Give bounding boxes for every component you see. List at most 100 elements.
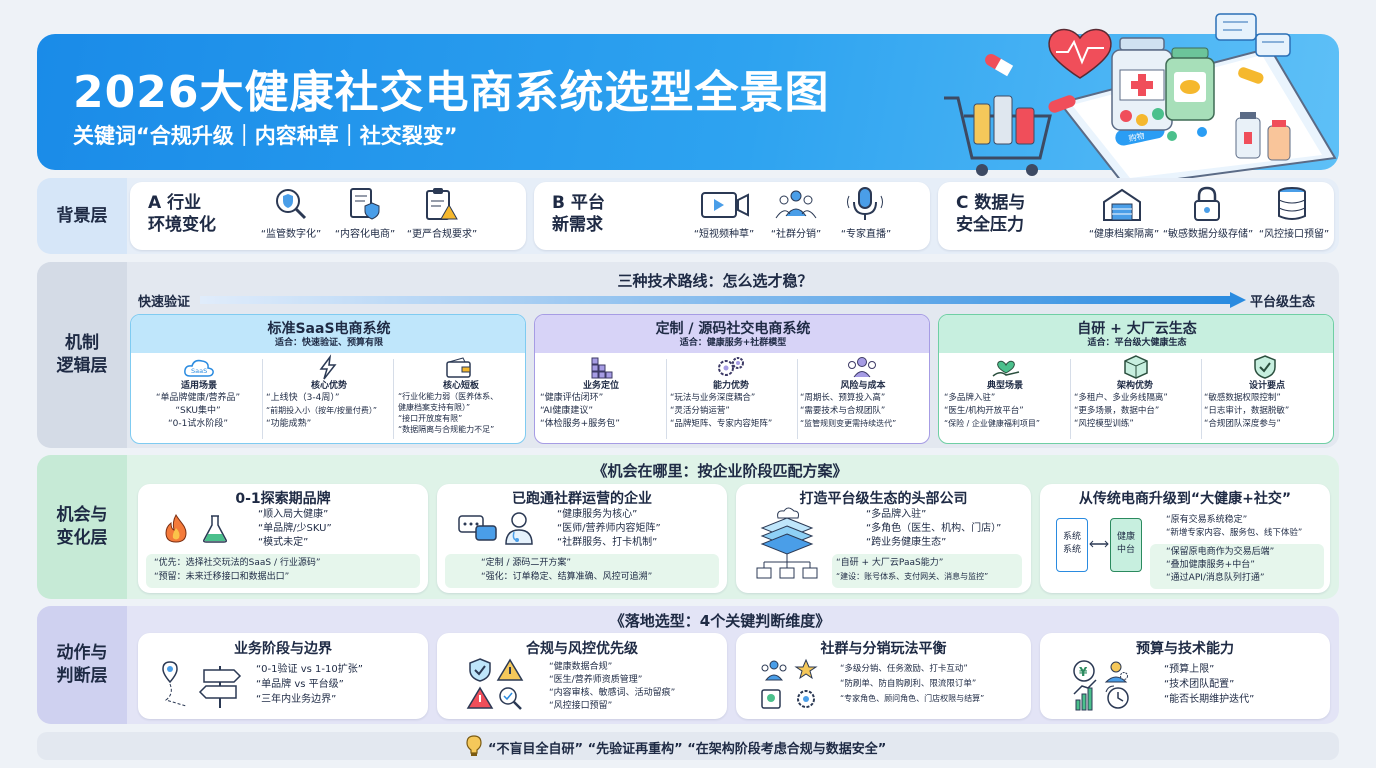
route-signpost-icon bbox=[162, 661, 242, 708]
capsule-icon bbox=[985, 54, 1264, 113]
col-line: “数据隔离与合规能力不足” bbox=[398, 425, 495, 434]
col-line: “监管规则变更需持续迭代” bbox=[800, 419, 897, 428]
magnifier-shield-icon bbox=[276, 189, 307, 220]
route-fit: 适合：快速验证、预算有限 bbox=[274, 338, 383, 348]
col-head: 适用场景 bbox=[180, 381, 217, 391]
card-line: “社群服务、打卡机制” bbox=[557, 537, 658, 548]
col-line: “功能成熟” bbox=[266, 419, 312, 429]
svg-text:¥: ¥ bbox=[1079, 665, 1088, 679]
card-line: “内容审核、敏感词、活动留痕” bbox=[549, 688, 676, 698]
health-platform-box: 健康 中台 bbox=[1110, 518, 1142, 572]
wallet-icon bbox=[446, 357, 471, 378]
doctor-icon bbox=[505, 512, 533, 545]
footer-text: “不盲目全自研” “先验证再重构” “在架构阶段考虑合规与数据安全” bbox=[488, 742, 887, 757]
people-group-icon bbox=[775, 190, 817, 219]
decision-card: 业务阶段与边界 “0-1验证 vs 1-10扩张” “单品牌 vs 平台级” “… bbox=[138, 633, 428, 719]
cloud-layers-network-icon bbox=[756, 507, 818, 579]
col-line: “保险 / 企业健康福利项目” bbox=[944, 419, 1041, 428]
card-line: “风控接口预留” bbox=[549, 701, 613, 711]
card-title: 社群与分销玩法平衡 bbox=[820, 641, 947, 657]
budget-tech-icons: ¥ bbox=[1073, 660, 1129, 711]
page-title: 2026大健康社交电商系统选型全景图 bbox=[73, 67, 830, 118]
card-note: “通过API/消息队列打通” bbox=[1166, 573, 1265, 583]
col-line: “多租户、多业务线隔离” bbox=[1074, 393, 1168, 403]
saas-cloud-icon: SaaS bbox=[184, 359, 214, 377]
col-line: “体检服务+服务包” bbox=[540, 419, 620, 429]
card-line: “原有交易系统稳定” bbox=[1166, 515, 1248, 525]
route-cloud: 自研 + 大厂云生态 适合：平台级大健康生态 bbox=[938, 314, 1334, 444]
col-line: “日志审计，数据脱敏” bbox=[1204, 406, 1290, 416]
card-line: “0-1验证 vs 1-10扩张” bbox=[256, 664, 363, 675]
chat-bubbles-icon bbox=[458, 515, 497, 541]
opportunity-card: 从传统电商升级到“大健康+社交” “原有交易系统稳定” “新增专家内容、服务包、… bbox=[1040, 484, 1330, 593]
clipboard-warning-icon bbox=[426, 188, 458, 220]
col-line: “单品牌健康/营养品” bbox=[155, 393, 241, 403]
phone-badge: 购物 bbox=[1128, 130, 1146, 143]
small-bottle-icon bbox=[1235, 112, 1291, 161]
mechanism-heading: 三种技术路线：怎么选才稳？ bbox=[617, 272, 813, 290]
col-line: “多品牌入驻” bbox=[944, 393, 996, 403]
card-title: 打造平台级生态的头部公司 bbox=[799, 491, 968, 507]
hand-heart-icon bbox=[992, 360, 1020, 377]
col-line: “灵活分销运营” bbox=[670, 406, 730, 416]
col-head: 风险与成本 bbox=[840, 381, 886, 391]
card-note: “自研 + 大厂云PaaS能力” bbox=[836, 558, 944, 568]
progression-arrow bbox=[200, 292, 1246, 308]
card-line: “单品牌 vs 平台级” bbox=[256, 679, 344, 690]
background-group-c: C 数据与 安全压力 bbox=[938, 182, 1334, 250]
col-line: “更多场景，数据中台” bbox=[1074, 406, 1160, 416]
compliance-risk-icons bbox=[466, 658, 524, 710]
card-note: “预留：未来迁移接口和数据出口” bbox=[154, 572, 290, 582]
card-note: “保留原电商作为交易后端” bbox=[1166, 547, 1275, 557]
col-head: 核心短板 bbox=[442, 381, 479, 391]
page-subtitle: 关键词“合规升级｜内容种草｜社交裂变” bbox=[73, 124, 458, 148]
card-title: 预算与技术能力 bbox=[1136, 641, 1234, 657]
opportunity-layer-label: 机会与 变化层 bbox=[37, 455, 127, 599]
bg-item-label: “监管数字化” bbox=[260, 229, 322, 240]
col-head: 架构优势 bbox=[1116, 381, 1153, 391]
opportunity-card: 已跑通社群运营的企业 “健康服务为核心” “医师/营养师内容矩阵” “社群服务、… bbox=[437, 484, 727, 593]
col-line: “接口开放度有限” bbox=[398, 414, 463, 423]
group-title: B 平台 新需求 bbox=[552, 193, 605, 236]
col-line: “SKU集中” bbox=[175, 406, 221, 416]
col-line: “医生/机构开放平台” bbox=[944, 406, 1024, 416]
blocks-icon bbox=[591, 357, 613, 379]
warehouse-icon bbox=[1103, 188, 1141, 221]
lightbulb-icon bbox=[466, 735, 482, 756]
card-note: “建设：账号体系、支付网关、消息与监控” bbox=[836, 572, 989, 581]
col-line: “风控模型训练” bbox=[1074, 419, 1134, 429]
col-line: “上线快（3-4周）” bbox=[266, 393, 340, 403]
group-title: A 行业 环境变化 bbox=[148, 193, 216, 236]
card-note: “叠加健康服务+中台” bbox=[1166, 560, 1255, 570]
background-layer-label: 背景层 bbox=[37, 178, 127, 254]
action-heading: 《落地选型：4个关键判断维度》 bbox=[609, 612, 831, 630]
action-layer-label: 动作与 判断层 bbox=[37, 606, 127, 724]
card-line: “健康服务为核心” bbox=[557, 509, 638, 520]
opportunity-card: 0-1探索期品牌 “顺入局大健康” “单品牌/少SKU” “模式未定” “优先：… bbox=[138, 484, 428, 593]
route-title: 自研 + 大厂云生态 bbox=[1077, 321, 1197, 337]
gears-icon bbox=[718, 357, 744, 376]
card-line: “能否长期维护迭代” bbox=[1164, 694, 1255, 705]
col-head: 设计要点 bbox=[1248, 381, 1285, 391]
database-icon bbox=[1278, 187, 1306, 220]
shopping-cart-icon bbox=[944, 95, 1052, 176]
card-title: 合规与风控优先级 bbox=[526, 641, 638, 657]
card-line: “技术团队配置” bbox=[1164, 679, 1235, 690]
route-fit: 适合：健康服务+社群模型 bbox=[679, 338, 787, 348]
col-line: “前期投入小（按年/按量付费）” bbox=[266, 406, 377, 415]
card-line: “多级分销、任务激励、打卡互动” bbox=[840, 664, 968, 674]
bg-item-label: “社群分销” bbox=[770, 229, 822, 240]
card-line: “跨业务健康生态” bbox=[866, 537, 947, 548]
card-note: “强化：订单稳定、结算准确、风控可追溯” bbox=[481, 572, 653, 582]
card-line: “医师/营养师内容矩阵” bbox=[557, 523, 661, 534]
col-head: 核心优势 bbox=[310, 381, 347, 391]
card-line: “多角色（医生、机构、门店）” bbox=[866, 523, 1002, 534]
route-fit: 适合：平台级大健康生态 bbox=[1087, 338, 1187, 348]
route-saas: 标准SaaS电商系统 适合：快速验证、预算有限 bbox=[130, 314, 526, 444]
card-line: “防刷单、防自购刷利、限流限订单” bbox=[840, 679, 977, 689]
microphone-icon bbox=[847, 187, 883, 220]
document-shield-icon bbox=[350, 188, 380, 220]
card-line: “三年内业务边界” bbox=[256, 694, 337, 705]
footer-bar bbox=[37, 732, 1339, 760]
bg-item-label: “健康档案隔离” bbox=[1088, 229, 1160, 240]
